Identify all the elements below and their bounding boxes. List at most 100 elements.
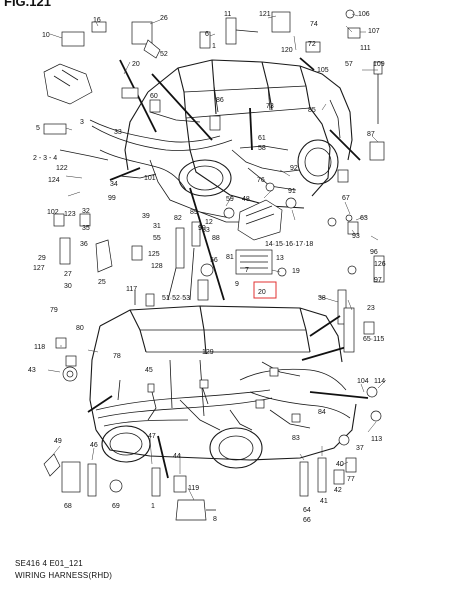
callout: 2 - 3 - 4 [33, 155, 57, 162]
callout: 41 [320, 498, 328, 505]
callout: 37 [356, 445, 364, 452]
callout: 58 [258, 145, 266, 152]
lower-harness-leaders [87, 315, 369, 479]
callout: 80 [76, 325, 84, 332]
callout: 57 [345, 61, 353, 68]
callout: 113 [371, 436, 382, 443]
callout: 96 [370, 249, 378, 256]
callout: 47 [148, 433, 156, 440]
callout: 118 [34, 344, 45, 351]
callout: 6 [205, 31, 209, 38]
callout: 106 [358, 11, 370, 18]
callout: 84 [318, 409, 326, 416]
callout: 23 [367, 305, 375, 312]
callout: 77 [347, 476, 355, 483]
upper-vehicle-body [124, 59, 353, 223]
callout: 117 [126, 286, 137, 293]
callout: 89 [190, 209, 198, 216]
callout: 36 [80, 241, 88, 248]
callout: 11 [224, 11, 231, 18]
callout: 85 [308, 107, 316, 114]
callout: 83 [292, 435, 300, 442]
callout: 1 [151, 503, 155, 510]
callout: 128 [151, 263, 163, 270]
footer-code: SE416 4 E01_121 [15, 559, 83, 568]
upper-components [43, 9, 385, 325]
lower-wire-routing [95, 361, 351, 431]
callout: 91 [288, 188, 296, 195]
callout: 78 [113, 353, 121, 360]
callout: 74 [310, 21, 318, 28]
callout: 127 [33, 265, 45, 272]
callout: 27 [64, 271, 72, 278]
callout: 87 [367, 131, 375, 138]
callout: 31 [153, 223, 161, 230]
callout: 105 [317, 67, 329, 74]
callout-labels: 10 16 26 11 121 74 106 107 111 72 120 6 … [28, 11, 386, 524]
callout: 9 [235, 281, 239, 288]
callout: 16 [93, 17, 101, 24]
callout: 38 [318, 295, 326, 302]
callout: 1 [212, 43, 216, 50]
callout: 101 [144, 175, 156, 182]
callout: 92 [290, 165, 298, 172]
callout: 49 [54, 438, 62, 445]
callout: 7 [245, 267, 249, 274]
callout: 68 [64, 503, 72, 510]
callout-highlight-box [253, 281, 277, 299]
callout: 40 [336, 461, 344, 468]
callout: 93 [352, 233, 360, 240]
callout: 102 [47, 209, 59, 216]
callout: 79 [50, 307, 58, 314]
callout: 82 [174, 215, 182, 222]
callout: 114 [374, 378, 385, 385]
callout: 39 [142, 213, 150, 220]
callout: 120 [281, 47, 293, 54]
figure-title: FIG.121 [4, 0, 51, 9]
callout: 123 [64, 211, 76, 218]
callout: 25 [98, 279, 106, 286]
callout: 20 [258, 289, 266, 296]
callout: 97 [374, 277, 382, 284]
callout: 35 [82, 225, 90, 232]
callout: 12 [205, 219, 213, 226]
callout: 53 [202, 227, 210, 234]
callout: 59 [226, 196, 234, 203]
callout: 125 [148, 251, 160, 258]
callout: 43 [28, 367, 36, 374]
callout: 129 [202, 349, 214, 356]
callout: 66 [303, 517, 311, 524]
callout: 46 [90, 442, 98, 449]
lower-components [43, 307, 382, 521]
callout: 3 [80, 119, 84, 126]
callout: 19 [292, 268, 300, 275]
callout: 72 [308, 41, 316, 48]
callout: 81 [226, 254, 234, 261]
callout: 32 [82, 208, 90, 215]
callout: 63 [360, 215, 368, 222]
callout: 61 [258, 135, 266, 142]
callout: 55 [153, 235, 161, 242]
callout: 29 [38, 255, 46, 262]
callout: 26 [160, 15, 168, 22]
lower-vehicle-body [89, 305, 357, 469]
callout: 64 [303, 507, 311, 514]
callout: 42 [334, 487, 342, 494]
callout: 67 [342, 195, 350, 202]
callout: 20 [132, 61, 140, 68]
callout: 8 [213, 516, 217, 523]
callout: 99 [108, 195, 116, 202]
callout: 111 [360, 45, 371, 52]
callout-leaders [47, 13, 387, 501]
callout: 121 [259, 11, 271, 18]
callout: 45 [145, 367, 153, 374]
callout: 44 [173, 453, 181, 460]
callout: 86 [216, 97, 224, 104]
callout: 65·115 [363, 336, 384, 343]
footer-caption: WIRING HARNESS(RHD) [15, 571, 113, 580]
callout: 109 [373, 61, 385, 68]
callout: 34 [110, 181, 118, 188]
callout: 69 [112, 503, 120, 510]
callout: 90 [198, 225, 206, 232]
